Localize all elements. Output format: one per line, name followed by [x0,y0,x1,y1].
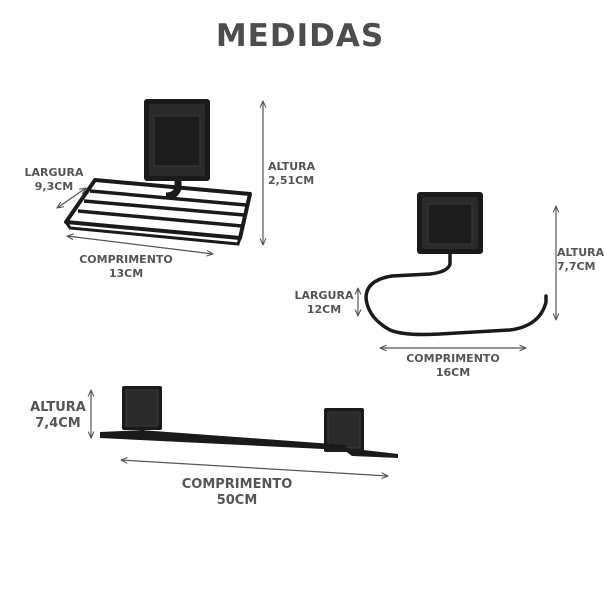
towel-bar-length-label: COMPRIMENTO 50CM [170,477,304,510]
soap-dish-height-value: 2,51CM [268,173,315,187]
page-title: MEDIDAS [215,18,385,54]
soap-dish-illustration [64,99,252,246]
paper-holder-length-label: COMPRIMENTO 16CM [403,352,503,380]
paper-holder-dimension-lines [358,206,556,348]
soap-dish-length-value: 13CM [108,266,144,280]
paper-holder-width-title: LARGURA [294,289,354,302]
towel-bar-length-title: COMPRIMENTO [181,477,293,492]
soap-dish-height-title: ALTURA [268,160,316,173]
soap-dish-width-title: LARGURA [24,166,84,179]
soap-dish-length-label: COMPRIMENTO 13CM [76,253,176,281]
paper-holder-length-title: COMPRIMENTO [406,352,500,365]
paper-holder-width-label: LARGURA 12CM [292,289,356,317]
paper-holder-height-label: ALTURA 7,7CM [557,246,604,274]
soap-dish-length-title: COMPRIMENTO [79,253,173,266]
soap-dish-width-value: 9,3CM [34,179,74,193]
towel-bar-length-value: 50CM [216,493,258,509]
towel-bar-height-label: ALTURA 7,4CM [26,400,90,433]
soap-dish-width-label: LARGURA 9,3CM [22,166,86,194]
paper-holder-width-value: 12CM [306,302,342,316]
towel-bar-height-title: ALTURA [30,400,86,415]
towel-bar-dimension-lines [91,390,388,476]
paper-holder-height-value: 7,7CM [557,259,596,273]
soap-dish-height-label: ALTURA 2,51CM [268,160,315,188]
soap-dish-dimension-lines [57,101,263,254]
paper-holder-length-value: 16CM [435,365,471,379]
towel-bar-illustration [100,386,398,458]
paper-holder-illustration [364,192,548,337]
towel-bar-height-value: 7,4CM [35,416,81,432]
paper-holder-height-title: ALTURA [557,246,604,259]
